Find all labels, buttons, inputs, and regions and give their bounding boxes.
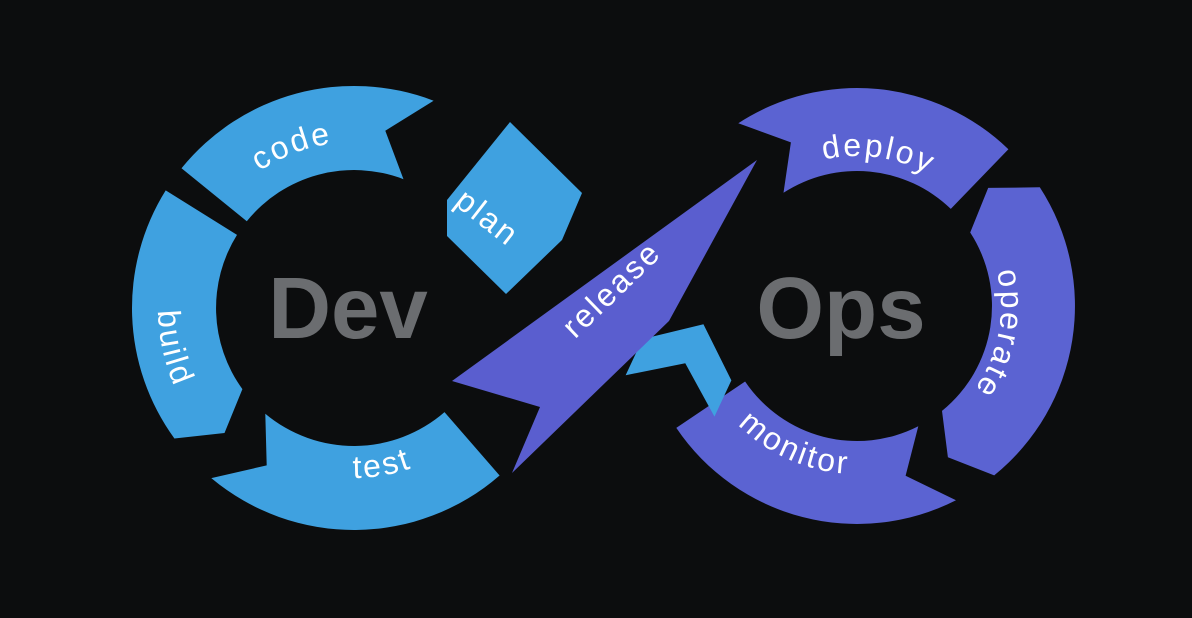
ops-title: Ops (756, 260, 925, 357)
plan-chevron-arrow (447, 122, 582, 294)
crossover-arrow-group (625, 324, 732, 417)
monitor-arc-segment (676, 381, 956, 524)
dev-crossover-arrow-icon (625, 324, 732, 417)
test-arc-segment (211, 412, 500, 530)
code-arc-segment (181, 85, 434, 222)
build-arc-segment (131, 190, 243, 439)
release-ribbon-arrow (452, 160, 757, 473)
dev-title: Dev (268, 260, 428, 357)
deploy-arc-segment (738, 88, 1009, 209)
operate-arc-segment (942, 187, 1075, 476)
